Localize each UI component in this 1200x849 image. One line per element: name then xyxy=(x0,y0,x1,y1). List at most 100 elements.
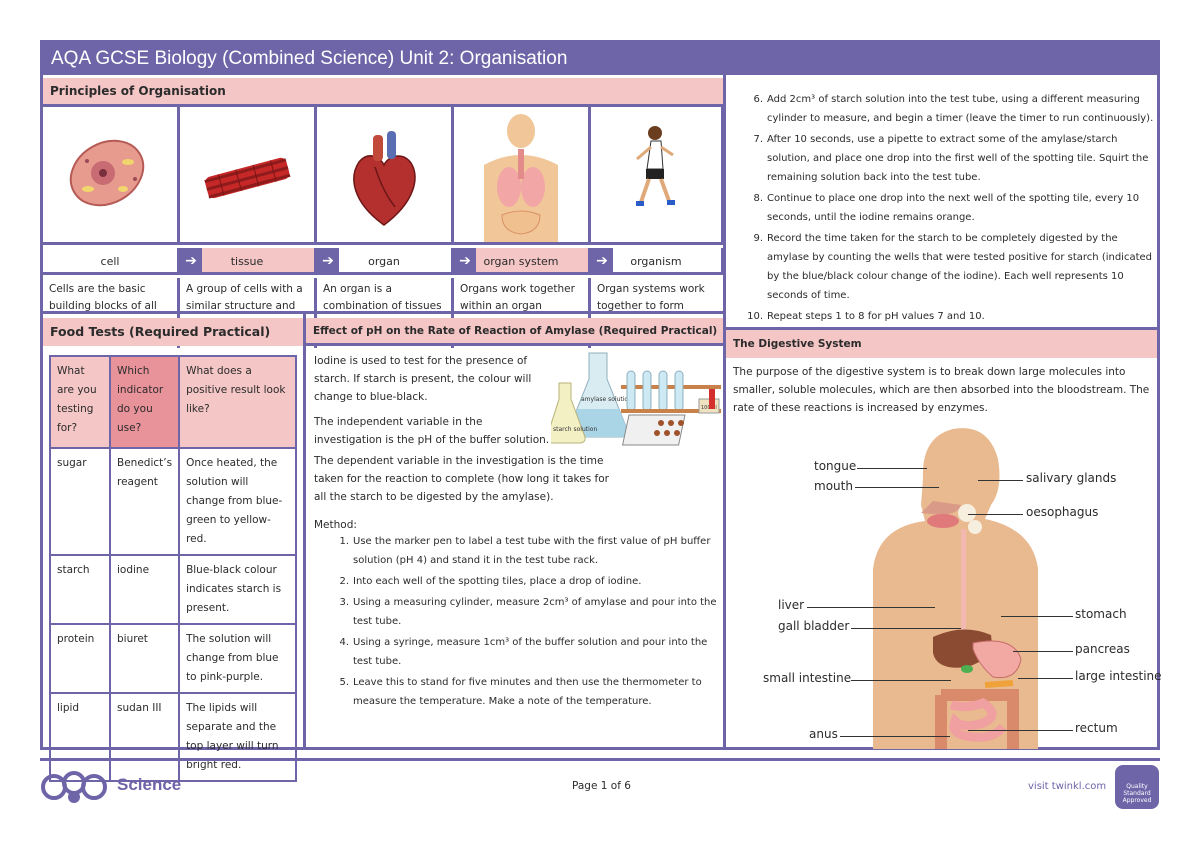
divider xyxy=(723,75,726,750)
leader-line xyxy=(968,730,1073,731)
ph-heading: Effect of pH on the Rate of Reaction of … xyxy=(306,318,723,344)
ph-paragraph-3: The dependent variable in the investigat… xyxy=(314,455,609,503)
organ-system-label: organ system xyxy=(483,255,559,268)
table-header-cell: What does a positive result look like? xyxy=(178,355,297,449)
digestive-system-diagram xyxy=(873,428,1038,749)
table-cell: lipid xyxy=(49,692,111,782)
list-item: 5.Leave this to stand for five minutes a… xyxy=(339,677,702,707)
page-title: AQA GCSE Biology (Combined Science) Unit… xyxy=(43,43,1157,75)
divider xyxy=(726,327,1157,330)
table-header-row: What are you testing for? Which indicato… xyxy=(49,355,297,449)
tissue-picture xyxy=(180,107,317,245)
label-organism: ➔ organism xyxy=(591,248,724,275)
leader-line xyxy=(978,480,1023,481)
method-steps-list: 1.Use the marker pen to label a test tub… xyxy=(339,532,718,713)
torso-icon xyxy=(484,114,558,242)
table-row: sugar Benedict’s reagent Once heated, th… xyxy=(49,447,297,556)
list-item: 4.Using a syringe, measure 1cm³ of the b… xyxy=(339,637,708,667)
cell-icon xyxy=(69,139,145,207)
science-logo-icon xyxy=(41,771,107,803)
stomach-label: stomach xyxy=(1075,607,1127,621)
arrow-right-icon: ➔ xyxy=(317,248,339,275)
leader-line xyxy=(1001,616,1073,617)
organism-label: organism xyxy=(630,255,682,268)
cell-picture xyxy=(43,107,180,245)
arrow-right-icon: ➔ xyxy=(591,248,613,275)
lab-equipment-icon: amylase solution starch solution 100ml xyxy=(551,352,721,446)
divider xyxy=(43,311,724,314)
list-item: 7.After 10 seconds, use a pipette to ext… xyxy=(753,134,1149,183)
digestive-heading: The Digestive System xyxy=(726,330,1157,358)
cell-label: cell xyxy=(100,255,120,268)
runner-icon xyxy=(636,126,675,206)
table-cell: sudan III xyxy=(108,692,181,782)
divider xyxy=(306,343,723,346)
organ-system-picture xyxy=(454,107,591,245)
brand-label: Science xyxy=(117,775,182,794)
list-item: 3.Using a measuring cylinder, measure 2c… xyxy=(339,597,717,627)
leader-line xyxy=(1013,651,1073,652)
list-item: 9.Record the time taken for the starch t… xyxy=(753,233,1153,301)
table-cell: The solution will change from blue to pi… xyxy=(178,623,297,694)
mouth-label: mouth xyxy=(814,479,853,493)
large-intestine-label: large intestine xyxy=(1075,669,1162,683)
table-cell: The lipids will separate and the top lay… xyxy=(178,692,297,782)
starch-flask-label: starch solution xyxy=(553,426,597,433)
divider xyxy=(43,104,723,107)
method-label: Method: xyxy=(314,519,357,531)
table-cell: Once heated, the solution will change fr… xyxy=(178,447,297,556)
leader-line xyxy=(968,514,1023,515)
gall-bladder-label: gall bladder xyxy=(778,619,850,633)
page-number: Page 1 of 6 xyxy=(572,780,631,792)
organism-picture xyxy=(591,107,724,245)
table-cell: iodine xyxy=(108,554,181,625)
table-header-cell: What are you testing for? xyxy=(49,355,111,449)
label-cell: cell xyxy=(43,248,180,275)
label-tissue: ➔ tissue xyxy=(180,248,317,275)
table-row: starch iodine Blue-black colour indicate… xyxy=(49,554,297,625)
arrow-right-icon: ➔ xyxy=(180,248,202,275)
table-cell: Blue-black colour indicates starch is pr… xyxy=(178,554,297,625)
table-row: lipid sudan III The lipids will separate… xyxy=(49,692,297,782)
divider xyxy=(303,314,306,750)
tissue-label: tissue xyxy=(230,255,264,268)
small-intestine-label: small intestine xyxy=(763,671,852,685)
leader-line xyxy=(857,468,927,469)
leader-line xyxy=(851,628,961,629)
food-tests-heading: Food Tests (Required Practical) xyxy=(43,318,303,346)
twinkl-link[interactable]: visit twinkl.com xyxy=(1028,781,1107,792)
salivary-glands-label: salivary glands xyxy=(1026,471,1117,485)
organ-picture xyxy=(317,107,454,245)
footer-divider xyxy=(40,758,1160,761)
table-cell: Benedict’s reagent xyxy=(108,447,181,556)
list-item: 1.Use the marker pen to label a test tub… xyxy=(339,536,711,566)
heart-icon xyxy=(353,131,416,226)
digestive-intro: The purpose of the digestive system is t… xyxy=(733,366,1150,414)
arrow-right-icon: ➔ xyxy=(454,248,476,275)
amylase-flask-label: amylase solution xyxy=(581,396,632,403)
tissue-icon xyxy=(204,157,291,199)
oesophagus-label: oesophagus xyxy=(1026,505,1099,519)
table-row: protein biuret The solution will change … xyxy=(49,623,297,694)
leader-line xyxy=(807,607,935,608)
leader-line xyxy=(1018,678,1073,679)
table-cell: biuret xyxy=(108,623,181,694)
tongue-label: tongue xyxy=(814,459,857,473)
leader-line xyxy=(840,736,950,737)
leader-line xyxy=(851,680,951,681)
method-steps-continued: 6.Add 2cm³ of starch solution into the t… xyxy=(747,90,1157,328)
list-item: 10.Repeat steps 1 to 8 for pH values 7 a… xyxy=(747,311,985,322)
quality-badge-icon: Quality Standard Approved xyxy=(1115,765,1159,809)
principles-heading: Principles of Organisation xyxy=(43,78,723,105)
table-cell: protein xyxy=(49,623,111,694)
badge-text: Quality Standard Approved xyxy=(1122,783,1152,804)
table-cell: starch xyxy=(49,554,111,625)
rectum-label: rectum xyxy=(1075,721,1118,735)
table-header-cell: Which indicator do you use? xyxy=(108,355,181,449)
liver-label: liver xyxy=(778,598,805,612)
beaker-label: 100ml xyxy=(701,405,717,411)
knowledge-organiser: AQA GCSE Biology (Combined Science) Unit… xyxy=(40,40,1162,782)
anus-label: anus xyxy=(809,727,838,741)
organ-label: organ xyxy=(368,255,400,268)
pancreas-label: pancreas xyxy=(1075,642,1130,656)
